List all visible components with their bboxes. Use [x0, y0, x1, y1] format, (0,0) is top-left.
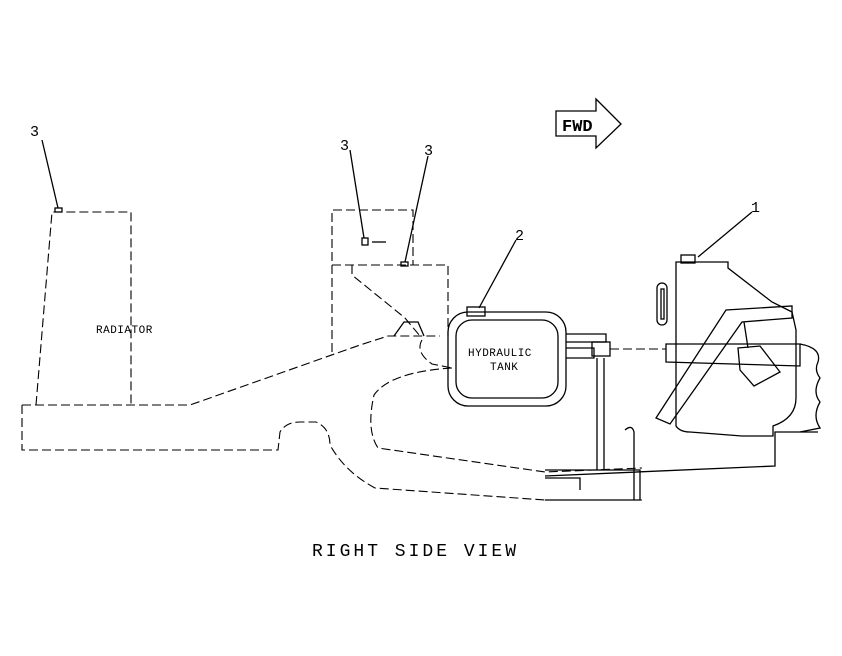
implement-fill-cap — [680, 254, 696, 264]
tank-label-line2: TANK — [490, 362, 518, 374]
hydraulic-tank: HYDRAULIC TANK — [447, 306, 666, 407]
machine-frame — [21, 335, 643, 501]
engine-compartment — [331, 209, 449, 352]
hydraulic-tank-fill-cap — [466, 306, 486, 317]
callout-1-implement: 1 — [751, 200, 760, 217]
front-implement — [655, 254, 822, 437]
engine-fill-cap-left — [361, 237, 369, 246]
callout-2-hydraulic-tank: 2 — [515, 228, 524, 245]
radiator-fill-cap — [54, 207, 63, 213]
fwd-arrow: FWD — [555, 97, 622, 150]
view-title: RIGHT SIDE VIEW — [312, 542, 519, 562]
callout-3-radiator: 3 — [30, 124, 39, 141]
tank-label-line1: HYDRAULIC — [468, 348, 532, 360]
callout-leaders — [41, 139, 753, 309]
callout-3-engine-right: 3 — [424, 143, 433, 160]
radiator: RADIATOR — [35, 207, 153, 406]
hydraulic-lines — [544, 358, 818, 501]
fwd-label: FWD — [562, 118, 593, 137]
callout-3-engine-left: 3 — [340, 138, 349, 155]
radiator-label: RADIATOR — [96, 325, 153, 337]
engine-fill-cap-right — [400, 261, 409, 267]
